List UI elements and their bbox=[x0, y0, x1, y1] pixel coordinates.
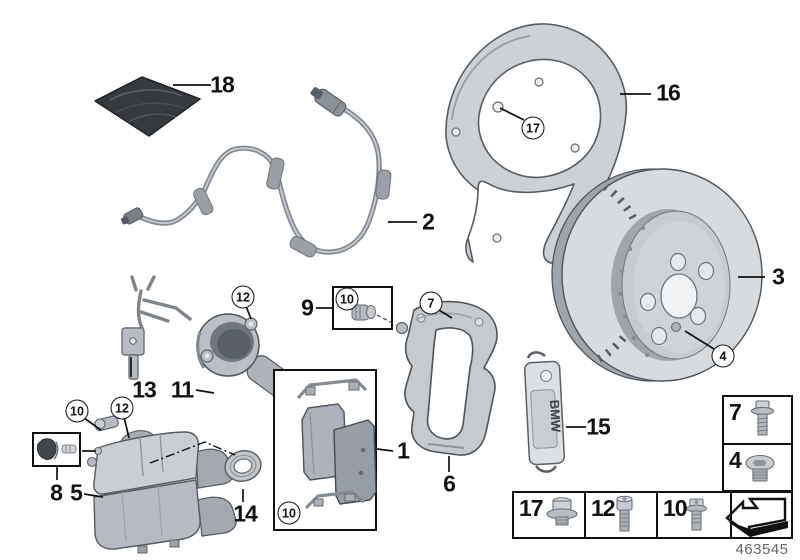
disc-lug-holes bbox=[639, 252, 715, 346]
callout-circle-10-sleeve[interactable]: 10 bbox=[335, 287, 359, 311]
callout-13[interactable]: 13 bbox=[132, 376, 157, 403]
callout-circle-10-caliper[interactable]: 10 bbox=[65, 399, 89, 423]
part-grease-pouch bbox=[94, 76, 201, 137]
callout-5[interactable]: 5 bbox=[70, 479, 83, 506]
callout-circle-10-pads[interactable]: 10 bbox=[277, 501, 301, 525]
callout-6[interactable]: 6 bbox=[443, 470, 456, 497]
part-seal-ring bbox=[224, 450, 262, 482]
disc-set-screw-hole bbox=[670, 321, 682, 333]
legend-cell-4[interactable]: 4 bbox=[724, 442, 791, 491]
part-wear-sensor bbox=[120, 87, 392, 258]
sensor-head bbox=[310, 87, 347, 117]
legend-label-7: 7 bbox=[729, 399, 742, 425]
leader-lines bbox=[56, 84, 765, 502]
callout-9[interactable]: 9 bbox=[301, 294, 314, 321]
box-repair-kit bbox=[32, 432, 81, 467]
box-brake-pad-kit bbox=[273, 369, 377, 531]
part-caliper-carrier bbox=[404, 300, 498, 456]
part-brake-caliper bbox=[86, 415, 237, 554]
legend-bottom-row: 17 12 10 bbox=[512, 491, 793, 539]
callout-11[interactable]: 11 bbox=[170, 376, 194, 403]
flange-nut-icon bbox=[546, 497, 578, 526]
callout-circle-4[interactable]: 4 bbox=[711, 344, 735, 368]
legend-label-4: 4 bbox=[729, 446, 742, 473]
diagram-number: 463545 bbox=[735, 541, 789, 558]
part-retaining-clip: BMW bbox=[523, 351, 566, 473]
callout-circle-12-motor[interactable]: 12 bbox=[231, 285, 255, 309]
callout-14[interactable]: 14 bbox=[233, 500, 258, 527]
countersunk-plug-screw-icon bbox=[745, 454, 775, 482]
legend-right-column: 7 4 bbox=[722, 395, 793, 492]
callout-16[interactable]: 16 bbox=[656, 79, 681, 106]
torx-flange-bolt-icon bbox=[686, 498, 707, 531]
legend-label-17: 17 bbox=[519, 495, 544, 521]
callout-15[interactable]: 15 bbox=[586, 413, 611, 440]
assembly-axis-line bbox=[149, 441, 236, 464]
callout-18[interactable]: 18 bbox=[210, 71, 235, 98]
callout-circle-17[interactable]: 17 bbox=[521, 116, 545, 140]
legend-label-12: 12 bbox=[591, 495, 616, 521]
callout-1[interactable]: 1 bbox=[397, 437, 410, 464]
legend-cell-12[interactable]: 12 bbox=[584, 493, 656, 537]
callout-8[interactable]: 8 bbox=[50, 479, 63, 506]
legend-cell-arrow bbox=[730, 493, 791, 537]
flange-bolt-icon bbox=[750, 400, 775, 436]
sensor-connector bbox=[120, 207, 144, 225]
legend-cell-17[interactable]: 17 bbox=[514, 493, 584, 537]
callout-circle-12-caliper[interactable]: 12 bbox=[110, 396, 134, 420]
guide-pin-ball bbox=[395, 321, 409, 335]
part-cable-holder bbox=[121, 275, 192, 380]
legend-label-10: 10 bbox=[663, 495, 688, 521]
direction-of-travel-arrow-icon bbox=[725, 497, 788, 538]
socket-head-screw-icon bbox=[616, 495, 633, 532]
callout-circle-7[interactable]: 7 bbox=[419, 291, 443, 315]
disc-rivet-dots bbox=[617, 225, 650, 358]
callout-3[interactable]: 3 bbox=[772, 263, 785, 290]
part-brake-disc bbox=[551, 168, 763, 382]
bmw-logo-text: BMW bbox=[547, 399, 564, 433]
legend-cell-10[interactable]: 10 bbox=[656, 493, 730, 537]
legend-cell-7[interactable]: 7 bbox=[724, 397, 791, 443]
callout-2[interactable]: 2 bbox=[422, 208, 435, 235]
